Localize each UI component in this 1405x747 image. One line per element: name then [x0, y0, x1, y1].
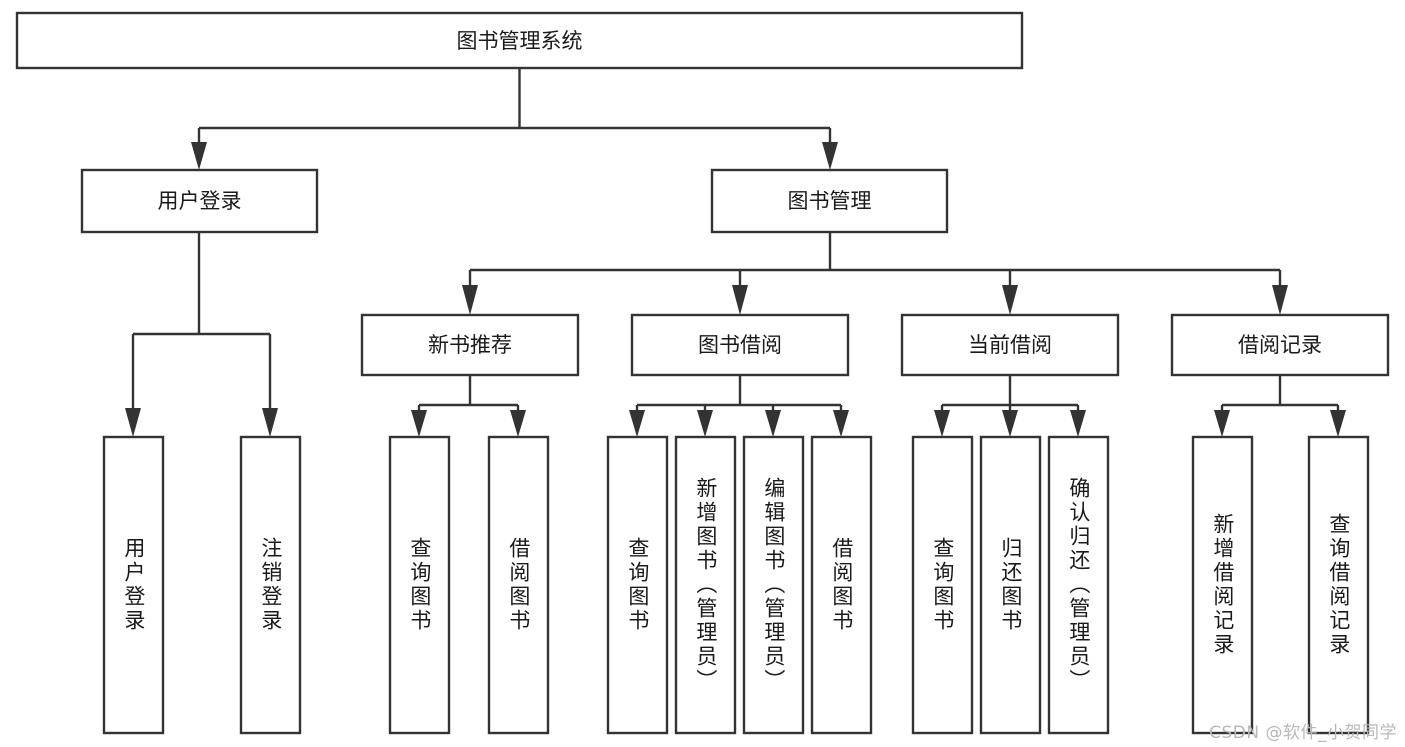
- nodes-layer: 图书管理系统 用户登录 图书管理 新书推荐 图书借阅 当前借阅 借阅记录: [15, 11, 1390, 735]
- arrow-borrow-record: [1272, 285, 1288, 315]
- arrow-leaf-add-record: [1214, 410, 1230, 437]
- node-box-leaf-add-book[interactable]: [674, 435, 737, 735]
- node-box-leaf-return-book[interactable]: [979, 435, 1042, 735]
- edges-layer: [125, 68, 1346, 437]
- node-box-leaf-logout[interactable]: [239, 435, 302, 735]
- node-label-book-manage: 图书管理: [788, 189, 872, 213]
- node-label-current-borrow: 当前借阅: [968, 333, 1052, 357]
- arrow-leaf-query-book-2: [629, 410, 645, 437]
- arrow-leaf-logout: [262, 408, 278, 437]
- arrow-leaf-query-book-1: [411, 410, 427, 437]
- arrow-user-login: [191, 142, 207, 170]
- node-box-leaf-confirm-return[interactable]: [1047, 435, 1110, 735]
- node-box-borrow-record[interactable]: [1170, 313, 1390, 377]
- node-box-book-borrow[interactable]: [630, 313, 850, 377]
- node-box-leaf-query-record[interactable]: [1307, 435, 1370, 735]
- arrow-leaf-borrow-book-1: [510, 410, 526, 437]
- node-box-leaf-borrow-book-2[interactable]: [810, 435, 873, 735]
- node-box-leaf-query-book-1[interactable]: [388, 435, 451, 735]
- node-label-book-borrow: 图书借阅: [698, 333, 782, 357]
- arrow-current-borrow: [1002, 285, 1018, 315]
- arrow-leaf-edit-book: [765, 410, 781, 437]
- node-box-leaf-edit-book[interactable]: [742, 435, 805, 735]
- node-box-user-login[interactable]: [80, 168, 319, 234]
- node-box-book-manage[interactable]: [710, 168, 949, 234]
- arrow-leaf-query-record: [1330, 410, 1346, 437]
- arrow-leaf-add-book: [697, 410, 713, 437]
- arrow-leaf-query-book-3: [934, 410, 950, 437]
- node-label-borrow-record: 借阅记录: [1238, 333, 1322, 357]
- arrow-leaf-return-book: [1002, 410, 1018, 437]
- arrow-book-borrow: [732, 285, 748, 315]
- node-box-leaf-query-book-2[interactable]: [606, 435, 669, 735]
- arrow-book-manage: [822, 142, 838, 170]
- node-box-leaf-user-login[interactable]: [102, 435, 165, 735]
- arrow-leaf-user-login: [125, 408, 141, 437]
- arrow-new-book-rec: [462, 285, 478, 315]
- node-box-current-borrow[interactable]: [900, 313, 1120, 377]
- node-box-leaf-borrow-book-1[interactable]: [487, 435, 550, 735]
- node-box-root[interactable]: [15, 11, 1024, 70]
- node-label-new-book-rec: 新书推荐: [428, 333, 512, 357]
- arrow-leaf-borrow-book-2: [833, 410, 849, 437]
- node-label-user-login: 用户登录: [158, 189, 242, 213]
- node-label-root: 图书管理系统: [457, 29, 583, 53]
- arrow-leaf-confirm-return: [1070, 410, 1086, 437]
- csdn-watermark: CSDN @软件_小贺同学: [1209, 723, 1397, 743]
- node-box-leaf-add-record[interactable]: [1191, 435, 1254, 735]
- node-box-new-book-rec[interactable]: [360, 313, 580, 377]
- node-box-leaf-query-book-3[interactable]: [911, 435, 974, 735]
